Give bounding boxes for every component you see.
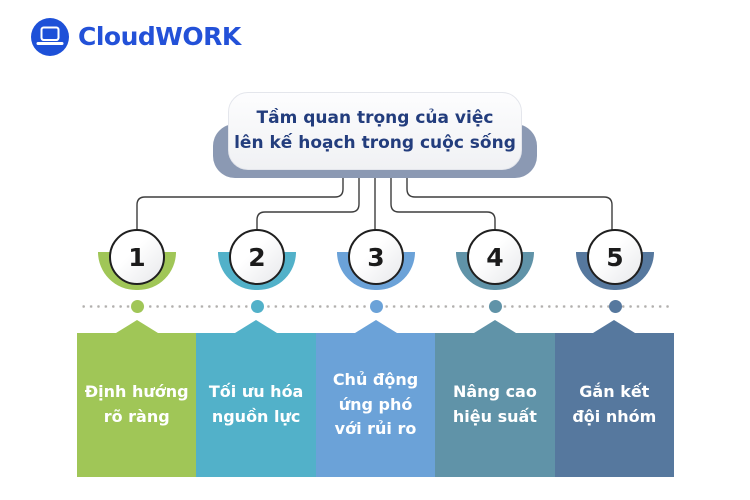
step-node-3: 3 [337, 229, 415, 291]
step-number: 4 [486, 242, 504, 272]
benefit-column-1: Định hướng rõ ràng [77, 320, 197, 477]
timeline-dot-4 [488, 300, 502, 313]
timeline-dot-2 [250, 300, 264, 313]
column-arrow-icon [235, 320, 278, 333]
benefit-column-5: Gắn kết đội nhóm [554, 320, 675, 477]
node-circle: 3 [348, 229, 404, 285]
step-node-5: 5 [576, 229, 654, 291]
column-arrow-icon [473, 320, 516, 333]
page-title: Tầm quan trọng của việc lên kế hoạch tro… [234, 107, 516, 154]
laptop-icon [31, 18, 69, 56]
step-number: 1 [128, 242, 146, 272]
timeline-dot-5 [608, 300, 622, 313]
step-node-1: 1 [98, 229, 176, 291]
benefit-columns: Định hướng rõ ràng Tối ưu hóa nguồn lực … [77, 320, 675, 477]
benefit-label: Định hướng rõ ràng [84, 382, 189, 426]
node-circle: 2 [229, 229, 285, 285]
benefit-column-3: Chủ động ứng phó với rủi ro [315, 320, 436, 477]
step-number: 3 [367, 242, 385, 272]
node-circle: 4 [467, 229, 523, 285]
title-card: Tầm quan trọng của việc lên kế hoạch tro… [228, 92, 522, 170]
column-arrow-icon [593, 320, 636, 333]
benefit-column-2: Tối ưu hóa nguồn lực [196, 320, 316, 477]
column-arrow-icon [354, 320, 397, 333]
step-number: 2 [248, 242, 266, 272]
benefit-column-4: Nâng cao hiệu suất [435, 320, 555, 477]
node-circle: 1 [109, 229, 165, 285]
step-node-2: 2 [218, 229, 296, 291]
step-number: 5 [606, 242, 624, 272]
brand-name: CloudWORK [78, 22, 241, 51]
benefit-label: Gắn kết đội nhóm [572, 382, 657, 426]
node-circle: 5 [587, 229, 643, 285]
benefit-label: Nâng cao hiệu suất [452, 382, 537, 426]
step-node-4: 4 [456, 229, 534, 291]
benefit-label: Chủ động ứng phó với rủi ro [332, 369, 419, 439]
timeline-dot-3 [369, 300, 383, 313]
column-arrow-icon [115, 320, 158, 333]
timeline-dot-1 [130, 300, 144, 313]
brand-logo: CloudWORK [31, 18, 241, 56]
benefit-label: Tối ưu hóa nguồn lực [208, 382, 304, 426]
